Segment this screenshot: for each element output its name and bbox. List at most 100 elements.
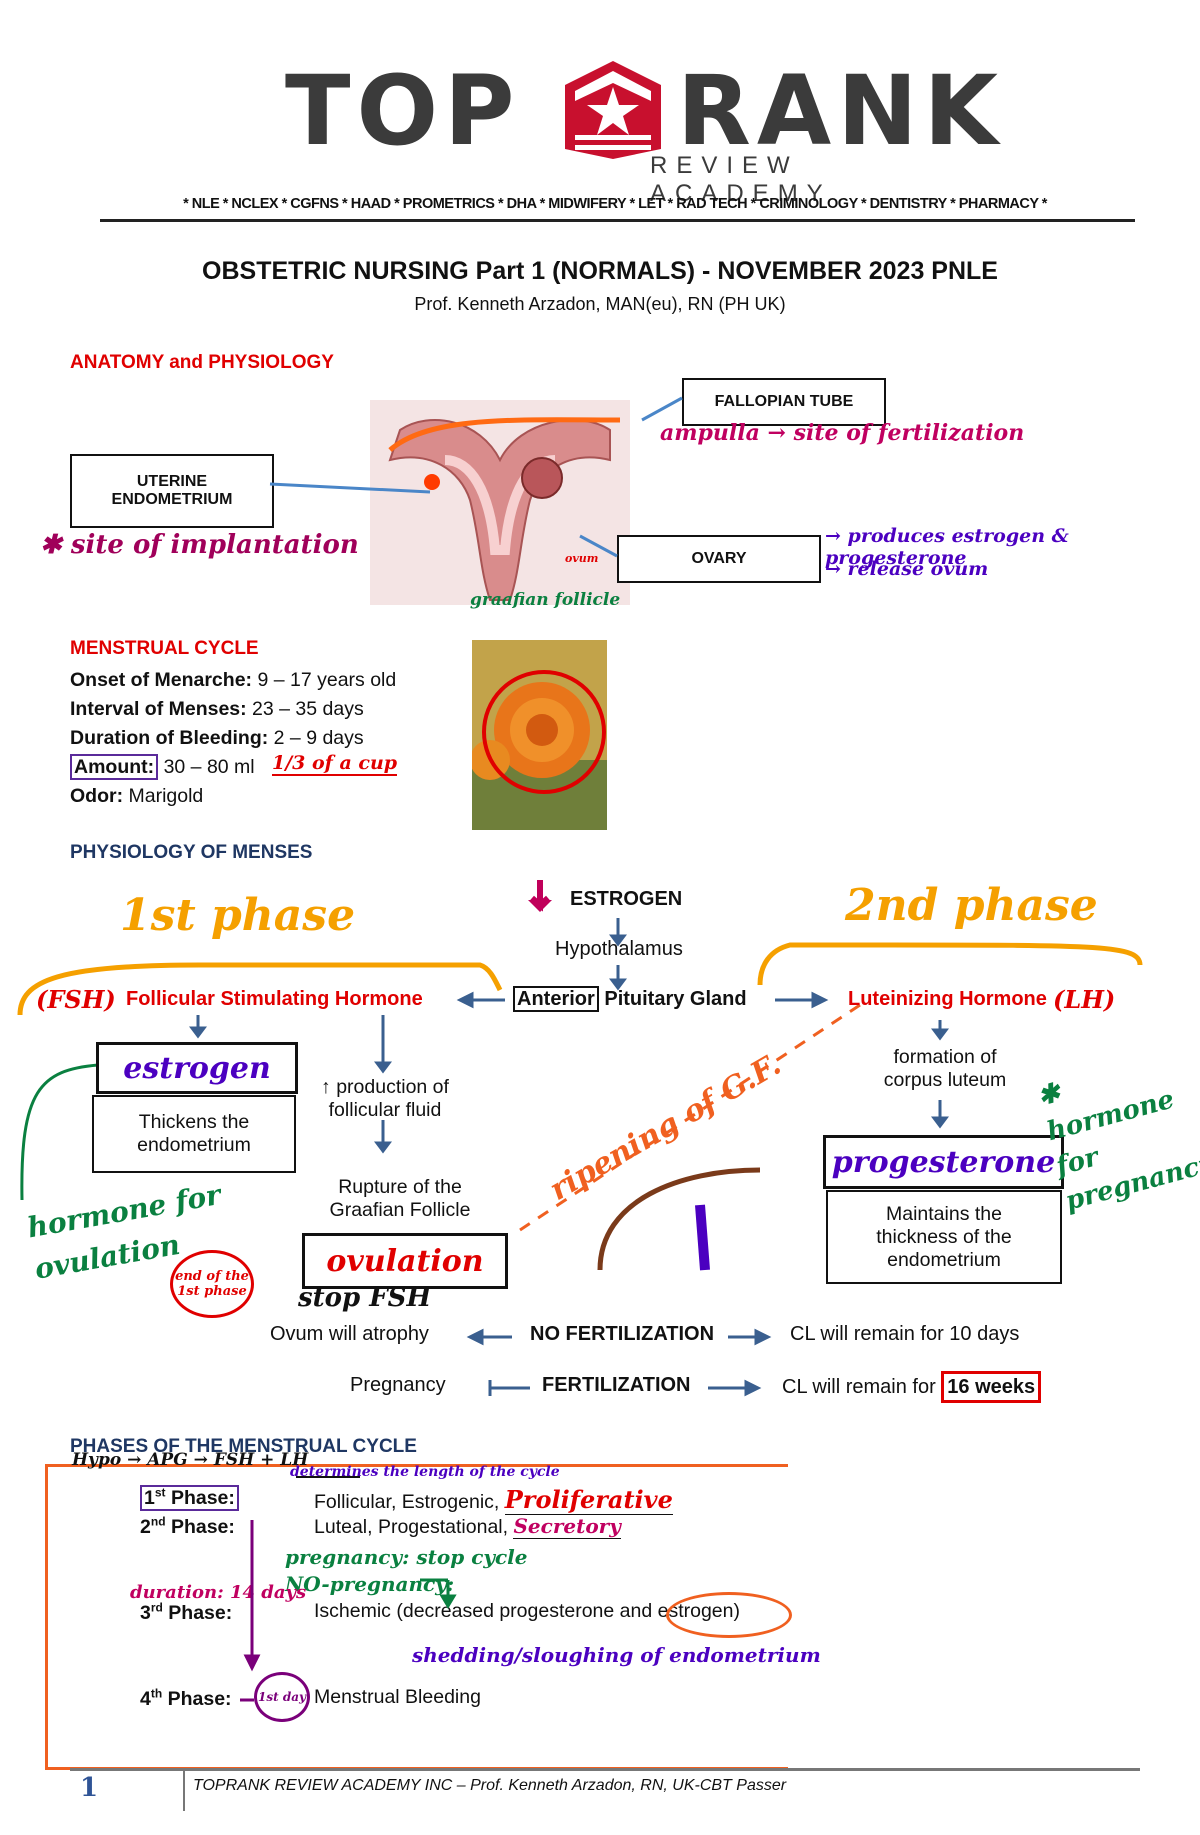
anatomy-heading: ANATOMY and PHYSIOLOGY: [70, 352, 334, 373]
rupture-line2: Graafian Follicle: [329, 1199, 471, 1221]
fact-odor: Odor: Marigold: [70, 785, 204, 807]
footer-divider: [70, 1768, 1140, 1771]
marigold-photo: [472, 640, 607, 830]
phase-1-row: 1st Phase:: [140, 1484, 239, 1511]
note-second-phase: 2nd phase: [845, 880, 1098, 931]
pregnancy-text: Pregnancy: [350, 1374, 446, 1396]
hypothalamus-label: Hypothalamus: [555, 938, 683, 960]
physiology-heading: PHYSIOLOGY OF MENSES: [70, 842, 313, 863]
phase-1-label: 1st Phase:: [140, 1484, 239, 1511]
note-produces: → produces estrogen & progesterone: [825, 525, 1069, 569]
footer-text: TOPRANK REVIEW ACADEMY INC – Prof. Kenne…: [193, 1777, 787, 1794]
menstrual-cycle-heading: MENSTRUAL CYCLE: [70, 638, 259, 659]
logo-text-rank: RANK: [677, 55, 1004, 167]
lh-label: Luteinizing Hormone: [848, 988, 1047, 1010]
pituitary-label: Anterior Pituitary Gland: [513, 986, 747, 1012]
cl-10-days-text: CL will remain for 10 days: [790, 1323, 1020, 1345]
note-first-day: 1st day: [254, 1672, 310, 1722]
phase-2-row: 2nd Phase:: [140, 1514, 235, 1539]
document-title: OBSTETRIC NURSING Part 1 (NORMALS) - NOV…: [202, 257, 998, 285]
note-shedding: shedding/sloughing of endometrium: [412, 1643, 821, 1667]
menstrual-facts: Onset of Menarche: 9 – 17 years old Inte…: [70, 666, 396, 811]
note-duration: duration: 14 days: [130, 1582, 307, 1603]
note-fsh-abbr: (FSH): [36, 985, 116, 1014]
note-pregnancy-stop: pregnancy: stop cycle: [285, 1545, 528, 1569]
maintains-line1: Maintains the: [886, 1202, 1002, 1225]
thickens-box: Thickens the endometrium: [92, 1095, 296, 1173]
footer-separator: [183, 1771, 185, 1811]
note-flow: Hypo → APG → FSH + LH: [72, 1450, 309, 1470]
progesterone-box-text: progesterone: [831, 1144, 1056, 1180]
fact-menarche: Onset of Menarche: 9 – 17 years old: [70, 669, 397, 691]
fertilization-label: FERTILIZATION: [542, 1374, 691, 1396]
phase-4-row: 4th Phase:: [140, 1686, 232, 1711]
note-ampulla: ampulla → site of fertilization: [660, 420, 1025, 446]
phases-heading: PHASES OF THE MENSTRUAL CYCLE: [70, 1436, 417, 1457]
ovary-label: OVARY: [617, 535, 821, 583]
production-line2: follicular fluid: [328, 1099, 442, 1121]
fact-duration: Duration of Bleeding: 2 – 9 days: [70, 727, 364, 749]
uterine-line1: UTERINE: [136, 473, 208, 490]
note-implantation: ✱ site of implantation: [40, 530, 359, 560]
note-amount: 1/3 of a cup: [272, 752, 398, 776]
fact-amount: Amount: 30 – 80 ml: [70, 753, 396, 782]
logo-text-top: TOP: [285, 55, 521, 167]
estrogen-box: estrogen: [96, 1042, 298, 1094]
phase-3-desc: Ischemic (decreased progesterone and est…: [314, 1600, 740, 1622]
note-lh-abbr: (LH): [1053, 985, 1116, 1014]
ovulation-text: ovulation: [326, 1243, 484, 1279]
note-first-phase: 1st phase: [120, 890, 356, 941]
estrogen-box-text: estrogen: [123, 1050, 271, 1086]
ovum-atrophy-text: Ovum will atrophy: [270, 1323, 429, 1345]
note-stop-fsh: stop FSH: [298, 1283, 432, 1313]
cl-16-weeks-text: CL will remain for 16 weeks: [782, 1371, 1042, 1403]
note-proliferative: Proliferative: [504, 1485, 673, 1515]
progesterone-box: progesterone: [823, 1135, 1064, 1189]
uterine-line2: ENDOMETRIUM: [111, 491, 233, 508]
estrogen-circle: [666, 1592, 792, 1638]
uterus-illustration: [370, 400, 630, 605]
no-fertilization-label: NO FERTILIZATION: [530, 1323, 715, 1345]
thickens-line2: endometrium: [137, 1134, 251, 1156]
production-text: ↑ production of follicular fluid: [300, 1076, 470, 1122]
logo-subtitle: REVIEW ACADEMY: [650, 152, 832, 207]
logo: TOP RANK REVIEW ACADEMY: [285, 55, 998, 207]
rupture-text: Rupture of the Graafian Follicle: [300, 1176, 500, 1222]
formation-line2: corpus luteum: [883, 1069, 1007, 1091]
phase-3-row: 3rd Phase:: [140, 1600, 232, 1625]
note-secretory: Secretory: [513, 1514, 621, 1539]
rupture-line1: Rupture of the: [338, 1176, 462, 1198]
header-divider: [100, 219, 1135, 222]
fsh-label: Follicular Stimulating Hormone: [126, 988, 423, 1010]
maintains-box: Maintains the thickness of the endometri…: [826, 1190, 1062, 1284]
maintains-line3: endometrium: [887, 1248, 1001, 1271]
formation-text: formation of corpus luteum: [845, 1046, 1045, 1092]
note-no-pregnancy: NO-pregnancy:: [285, 1572, 455, 1596]
phase-2-label: 2nd Phase:: [140, 1514, 235, 1538]
fact-interval: Interval of Menses: 23 – 35 days: [70, 698, 364, 720]
note-graafian: graafian follicle: [470, 590, 621, 610]
maintains-line2: thickness of the: [876, 1225, 1012, 1248]
production-line1: ↑ production of: [321, 1076, 449, 1098]
phase-2-desc: Luteal, Progestational, Secretory: [314, 1514, 621, 1539]
page-number: 1: [80, 1773, 99, 1803]
phase-4-desc: Menstrual Bleeding: [314, 1686, 481, 1708]
document-author: Prof. Kenneth Arzadon, MAN(eu), RN (PH U…: [414, 294, 786, 314]
note-end-first-phase: end of the 1st phase: [170, 1250, 254, 1318]
note-release: → release ovum: [825, 558, 989, 580]
phase-3-label: 3rd Phase:: [140, 1600, 233, 1624]
fallopian-tube-label: FALLOPIAN TUBE: [682, 378, 886, 426]
formation-line1: formation of: [893, 1046, 997, 1068]
estrogen-label: ESTROGEN: [570, 888, 683, 910]
ovulation-box: ovulation: [302, 1233, 508, 1289]
thickens-line1: Thickens the: [138, 1111, 250, 1133]
phase-4-label: 4th Phase:: [140, 1686, 232, 1710]
programs-list: * NLE * NCLEX * CGFNS * HAAD * PROMETRIC…: [183, 196, 1047, 212]
note-ovum: ovum: [565, 552, 599, 565]
logo-emblem-icon: [565, 61, 661, 159]
phase-1-desc: Follicular, Estrogenic, Proliferative: [314, 1485, 673, 1515]
